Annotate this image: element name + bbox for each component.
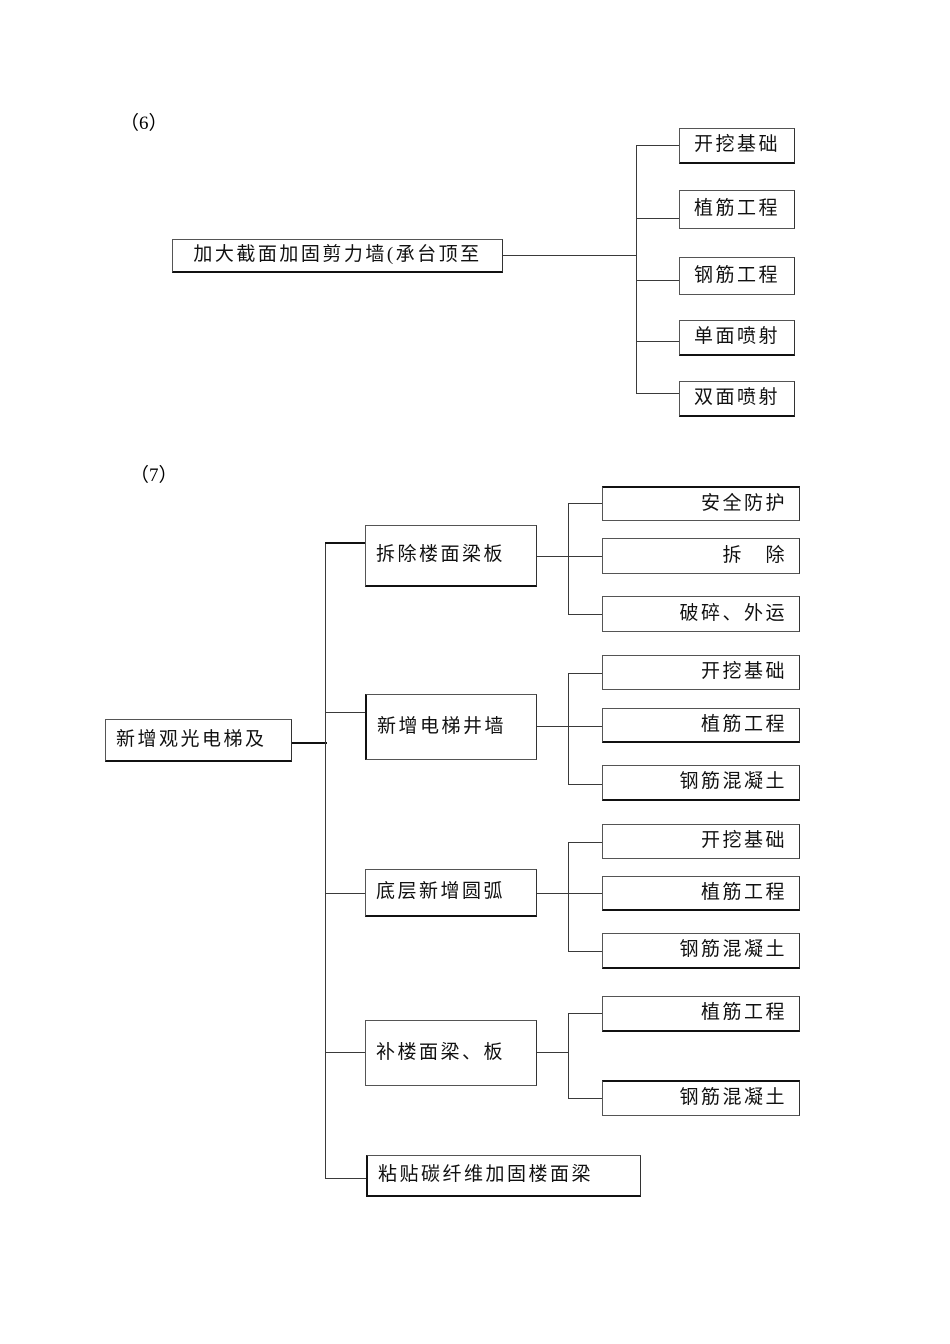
node-section6-child-4: 单面喷射 bbox=[679, 320, 795, 356]
node-section7-g2-leaf-3: 钢筋混凝土 bbox=[602, 765, 800, 801]
connector-section6-branch-1 bbox=[636, 145, 680, 146]
connector-section7-branch-4 bbox=[325, 1052, 367, 1053]
connector-section7-g3-stem bbox=[537, 893, 569, 894]
connector-section7-branch-5 bbox=[325, 1178, 367, 1179]
node-section7-branch-2-title: 新增电梯井墙 bbox=[365, 694, 537, 760]
node-section7-g3-leaf-2: 植筋工程 bbox=[602, 876, 800, 911]
node-section6-child-3: 钢筋工程 bbox=[679, 257, 795, 295]
node-section7-g1-leaf-3: 破碎、外运 bbox=[602, 596, 800, 632]
node-section6-child-1: 开挖基础 bbox=[679, 128, 795, 164]
node-section7-branch-3-title: 底层新增圆弧 bbox=[365, 869, 537, 917]
node-section7-g3-leaf-1: 开挖基础 bbox=[602, 824, 800, 859]
connector-section7-g1-leaf-3 bbox=[568, 614, 603, 615]
connector-section7-g3-leaf-1 bbox=[568, 842, 603, 843]
connector-section7-g2-leaf-2 bbox=[568, 726, 603, 727]
connector-section7-g1-leaf-2 bbox=[568, 556, 603, 557]
connector-section6-root-horizontal bbox=[503, 255, 637, 256]
connector-section7-g3-spine bbox=[568, 842, 569, 952]
connector-section6-spine bbox=[636, 145, 637, 393]
connector-section7-g2-spine bbox=[568, 673, 569, 785]
connector-section7-g1-stem bbox=[537, 556, 569, 557]
connector-section7-g4-leaf-2 bbox=[568, 1098, 603, 1099]
node-section7-g2-leaf-1: 开挖基础 bbox=[602, 655, 800, 690]
node-section7-branch-5-title: 粘贴碳纤维加固楼面梁 bbox=[366, 1155, 641, 1197]
connector-section7-g4-spine bbox=[568, 1013, 569, 1099]
connector-section7-branch-3 bbox=[325, 893, 367, 894]
node-section7-g1-leaf-2: 拆 除 bbox=[602, 538, 800, 574]
node-section7-g1-leaf-1: 安全防护 bbox=[602, 486, 800, 521]
connector-section7-branch-1 bbox=[325, 542, 367, 544]
node-section7-g2-leaf-2: 植筋工程 bbox=[602, 708, 800, 743]
connector-section7-root-horizontal bbox=[292, 742, 327, 744]
connector-section7-g2-leaf-1 bbox=[568, 673, 603, 674]
node-section7-g3-leaf-3: 钢筋混凝土 bbox=[602, 933, 800, 969]
node-section6-child-2: 植筋工程 bbox=[679, 190, 795, 229]
node-section7-branch-1-title: 拆除楼面梁板 bbox=[365, 525, 537, 587]
connector-section7-branch-2 bbox=[325, 712, 367, 713]
connector-section7-g3-leaf-2 bbox=[568, 893, 603, 894]
connector-section7-g2-leaf-3 bbox=[568, 784, 603, 785]
connector-section7-g4-stem bbox=[537, 1052, 569, 1053]
connector-section7-g2-stem bbox=[537, 726, 569, 727]
connector-section6-branch-4 bbox=[636, 341, 680, 342]
node-section7-root: 新增观光电梯及 bbox=[105, 719, 292, 762]
section-label-7: （7） bbox=[130, 465, 178, 486]
node-section6-root: 加大截面加固剪力墙(承台顶至 bbox=[172, 239, 503, 273]
node-section6-child-5: 双面喷射 bbox=[679, 381, 795, 417]
node-section7-branch-4-title: 补楼面梁、板 bbox=[365, 1020, 537, 1086]
connector-section6-branch-2 bbox=[636, 218, 680, 219]
connector-section7-spine bbox=[325, 542, 326, 1179]
connector-section7-g4-leaf-1 bbox=[568, 1013, 603, 1014]
connector-section6-branch-3 bbox=[636, 280, 680, 281]
node-section7-g4-leaf-2: 钢筋混凝土 bbox=[602, 1080, 800, 1116]
node-section7-g4-leaf-1: 植筋工程 bbox=[602, 996, 800, 1032]
connector-section7-g1-leaf-1 bbox=[568, 503, 603, 504]
connector-section7-g3-leaf-3 bbox=[568, 951, 603, 952]
connector-section7-g1-spine bbox=[568, 503, 569, 615]
section-label-6: （6） bbox=[120, 113, 168, 134]
connector-section6-branch-5 bbox=[636, 393, 680, 394]
